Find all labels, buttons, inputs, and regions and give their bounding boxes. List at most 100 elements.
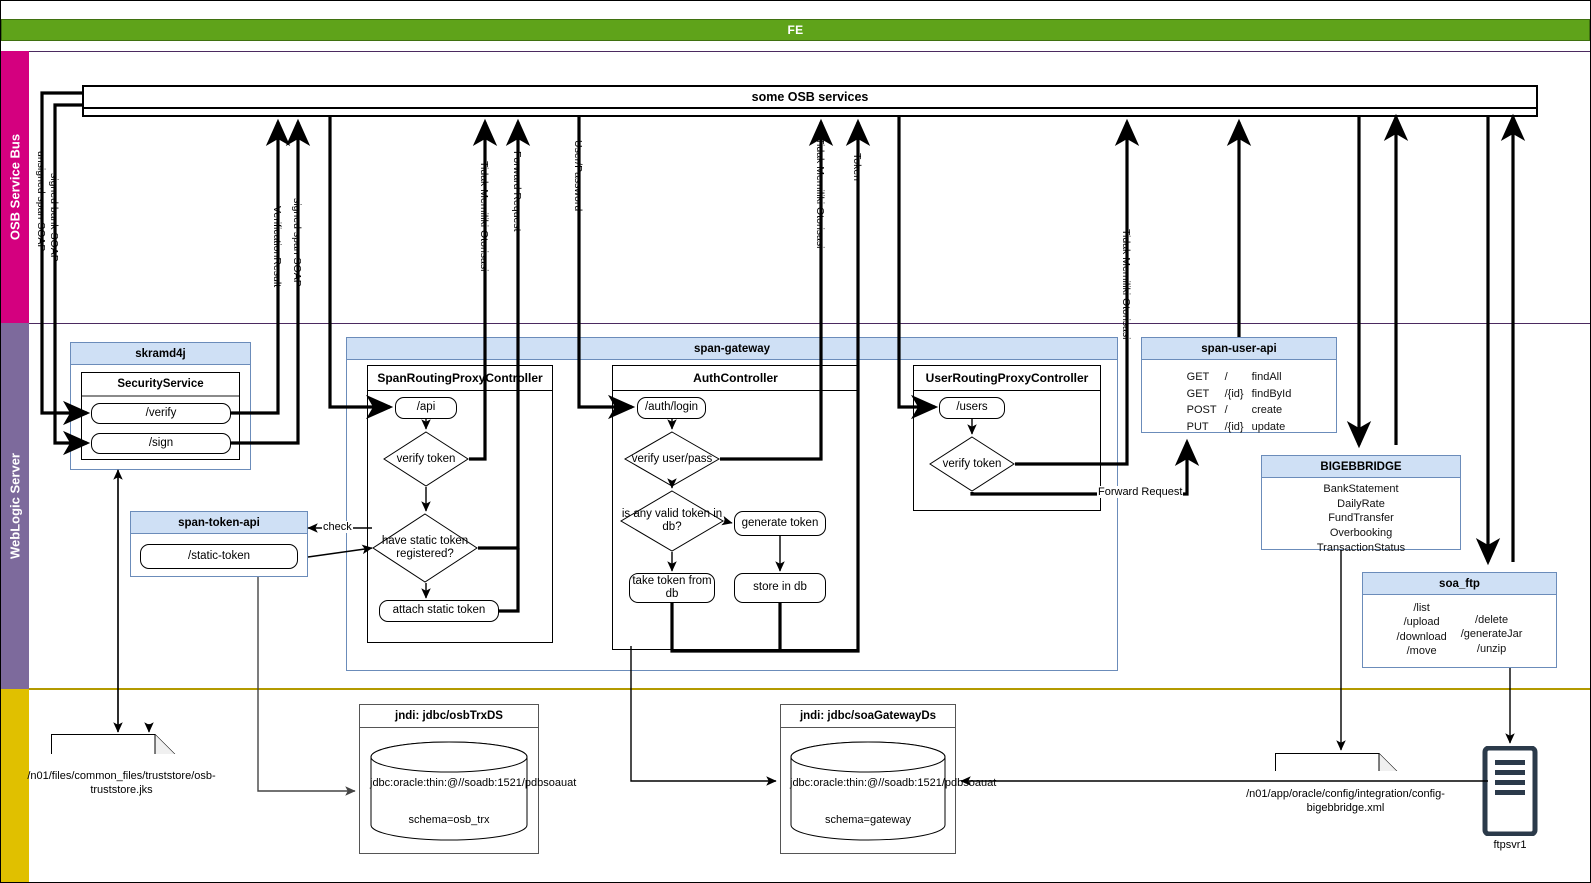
take-token-from-db-step: take token from db	[629, 573, 715, 603]
osb-trx-ds-cylinder: jdbc:oracle:thin:@//soadb:1521/pdbsoauat…	[370, 741, 577, 841]
soa-ftp-endpoint: /unzip	[1476, 642, 1507, 655]
api-endpoint-label: /api	[416, 401, 436, 414]
verify-token-1-label: verify token	[396, 452, 456, 465]
skramd4j-sign-label: /sign	[148, 436, 174, 449]
table-row: PUT /{id} update	[1184, 420, 1295, 435]
static-token-endpoint[interactable]: /static-token	[140, 544, 298, 569]
some-osb-services-label: some OSB services	[751, 90, 869, 104]
skramd4j-verify-label: /verify	[145, 406, 177, 419]
take-token-from-db-label: take token from db	[632, 574, 712, 600]
table-row: GET /{id} findById	[1184, 387, 1295, 402]
verify-token-2-label: verify token	[942, 457, 1002, 470]
soa-gateway-ds-url: jdbc:oracle:thin:@//soadb:1521/pdbsoauat	[790, 777, 997, 789]
bigebbridge-package: BIGEBBRIDGE BankStatement DailyRate Fund…	[1261, 455, 1461, 554]
api-endpoint[interactable]: /api	[395, 397, 457, 419]
osb-trx-ds-url: jdbc:oracle:thin:@//soadb:1521/pdbsoauat	[370, 777, 577, 789]
soa-gateway-ds-cylinder: jdbc:oracle:thin:@//soadb:1521/pdbsoauat…	[790, 741, 997, 841]
lane-osb-label: OSB Service Bus	[7, 133, 23, 241]
bigebbridge-title: BIGEBBRIDGE	[1262, 456, 1460, 478]
span-token-api-title: span-token-api	[131, 512, 307, 534]
divider-weblogic-ftp	[29, 688, 1590, 690]
span-routing-proxy-controller-title: SpanRoutingProxyController	[368, 366, 552, 391]
soa-ftp-title: soa_ftp	[1363, 573, 1556, 595]
database-cylinder-icon	[370, 741, 528, 841]
skramd4j-title: skramd4j	[71, 343, 250, 365]
bigebbridge-item: Overbooking	[1329, 526, 1393, 539]
verify-user-pass-decision: verify user/pass	[624, 431, 720, 487]
edge-label-token: Token	[851, 153, 863, 182]
users-endpoint[interactable]: /users	[939, 397, 1005, 419]
attach-static-token-step: attach static token	[379, 600, 499, 622]
table-row: GET / findAll	[1184, 370, 1295, 385]
some-osb-services-box: some OSB services	[82, 85, 1538, 109]
api-path: /	[1224, 404, 1228, 417]
edge-label-tidak-memiliki-otorisasi-2: Tidak Memiliki Otorisasi	[814, 138, 826, 249]
soa-gateway-ds-schema: schema=gateway	[825, 814, 911, 826]
table-row: POST / create	[1184, 403, 1295, 418]
diamond-shape-2	[372, 513, 478, 583]
verify-user-pass-label: verify user/pass	[631, 452, 713, 465]
edge-label-unsigned-span-soap: unsigned span SOAP	[35, 151, 47, 252]
api-method: GET	[1186, 371, 1210, 383]
edge-label-tidak-memiliki-otorisasi-1: Tidak Memiliki Otorisasi	[478, 161, 490, 272]
api-op: findAll	[1251, 371, 1282, 383]
store-in-db-label: store in db	[753, 581, 807, 594]
soa-ftp-endpoint: /upload	[1403, 616, 1440, 629]
api-op: create	[1251, 404, 1283, 417]
bigebbridge-item: DailyRate	[1337, 497, 1385, 510]
api-method: PUT	[1186, 420, 1209, 433]
auth-controller-title: AuthController	[613, 366, 858, 391]
ftp-server-label: ftpsvr1	[1493, 839, 1527, 851]
api-method: GET	[1186, 387, 1210, 400]
some-osb-services-underbar	[82, 109, 1538, 117]
database-cylinder-icon	[790, 741, 946, 841]
auth-login-endpoint[interactable]: /auth/login	[637, 397, 706, 419]
api-op: update	[1251, 420, 1286, 433]
fe-label: FE	[787, 23, 804, 37]
edge-label-user-password: User/Password	[572, 140, 584, 212]
have-static-token-label: have static token registered?	[381, 535, 469, 560]
span-user-api-table: GET / findAll GET /{id} findById POST / …	[1182, 368, 1297, 436]
static-token-label: /static-token	[188, 549, 250, 562]
skramd4j-verify-endpoint[interactable]: /verify	[91, 403, 231, 424]
span-user-api-package: span-user-api GET / findAll GET /{id} fi…	[1141, 337, 1337, 433]
api-path: /{id}	[1224, 387, 1244, 400]
soa-ftp-package: soa_ftp /list /upload /download /move /d…	[1362, 572, 1557, 668]
is-any-valid-token-decision: is any valid token in db?	[620, 490, 724, 552]
lane-weblogic-label: WebLogic Server	[7, 453, 23, 559]
fe-band: FE	[1, 19, 1590, 41]
api-op: findById	[1251, 387, 1292, 400]
edge-label-check: check	[322, 521, 353, 533]
span-gateway-title: span-gateway	[347, 338, 1117, 360]
bigebbridge-config-note: /n01/app/oracle/config/integration/confi…	[1246, 753, 1445, 832]
truststore-note-text: /n01/files/common_files/truststore/osb-t…	[27, 754, 216, 813]
api-path: /{id}	[1224, 420, 1244, 433]
soa-ftp-endpoint: /generateJar	[1460, 628, 1523, 641]
edge-label-tidak-memiliki-otorisasi-3: Tidak Memiliki Otorisasi	[1120, 229, 1132, 340]
soa-ftp-endpoint-columns: /list /upload /download /move /delete /g…	[1397, 601, 1523, 658]
osb-trx-ds-schema: schema=osb_trx	[408, 814, 490, 826]
api-path: /	[1224, 371, 1228, 383]
generate-token-label: generate token	[741, 516, 819, 529]
soa-ftp-column-2: /delete /generateJar /unzip	[1461, 601, 1523, 658]
soa-ftp-endpoint: /download	[1396, 630, 1447, 643]
ftp-server-node: ftpsvr1	[1482, 746, 1538, 856]
lane-osb-service-bus: OSB Service Bus	[1, 51, 29, 323]
diamond-shape-1	[383, 431, 469, 487]
span-user-api-title: span-user-api	[1142, 338, 1336, 360]
edge-label-signed-bank-soap: signed bank SOAP	[48, 173, 60, 262]
edge-label-forward-request-horizontal: Forward Request	[1097, 486, 1184, 498]
store-in-db-step: store in db	[734, 573, 826, 603]
api-method: POST	[1186, 404, 1217, 417]
auth-login-label: /auth/login	[644, 401, 699, 414]
is-any-valid-token-label: is any valid token in db?	[621, 508, 723, 533]
users-endpoint-label: /users	[956, 401, 988, 414]
edge-label-signed-span-soap: signed span SOAP	[291, 198, 303, 287]
soa-ftp-column-1: /list /upload /download /move	[1397, 601, 1447, 658]
truststore-note: /n01/files/common_files/truststore/osb-t…	[27, 734, 216, 813]
skramd4j-sign-endpoint[interactable]: /sign	[91, 433, 231, 454]
edge-label-verification-result: VerificationResult	[271, 206, 283, 288]
soa-gateway-ds-title: jndi: jdbc/soaGatewayDs	[781, 705, 955, 728]
verify-token-decision-2: verify token	[929, 436, 1015, 492]
generate-token-step: generate token	[734, 511, 826, 536]
